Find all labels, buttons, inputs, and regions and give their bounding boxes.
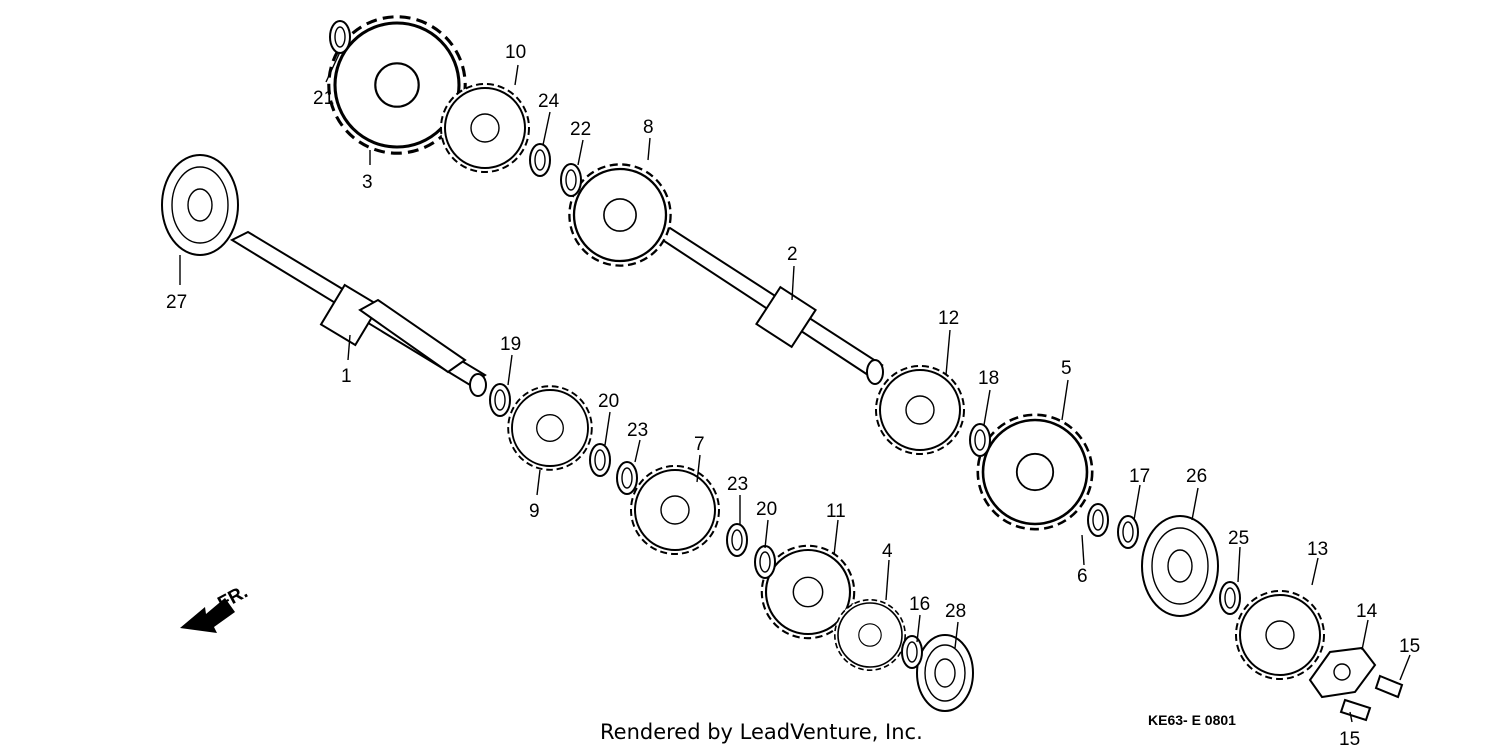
callout-3: 3: [362, 172, 373, 193]
bolt-15: [1339, 698, 1372, 722]
callout-12: 12: [938, 308, 959, 329]
callout-27: 27: [166, 292, 187, 313]
gear-5: [976, 413, 1094, 531]
callout-18: 18: [978, 368, 999, 389]
callout-20-upper: 20: [598, 391, 619, 412]
callout-24: 24: [538, 91, 560, 112]
callout-21: 21: [313, 88, 334, 109]
callout-9: 9: [529, 501, 540, 522]
callout-10: 10: [505, 42, 526, 63]
washer-18: [969, 423, 991, 457]
sprocket-13: [1235, 590, 1325, 680]
callout-26: 26: [1186, 466, 1207, 487]
callout-labels: 1 2 3 4 5 6 7 8 9 10 11 12 13 14 15 15 1…: [166, 42, 1420, 750]
callout-20-lower: 20: [756, 499, 777, 520]
clip-24: [529, 143, 551, 177]
callout-19: 19: [500, 334, 521, 355]
callout-8: 8: [643, 117, 654, 138]
gear-9: [507, 385, 593, 471]
callout-23-upper: 23: [627, 420, 648, 441]
collar-6: [1087, 503, 1109, 537]
gear-4: [833, 598, 907, 672]
callout-13: 13: [1307, 539, 1328, 560]
callout-28: 28: [945, 601, 966, 622]
counter-shaft: [652, 226, 884, 385]
front-direction-arrow-icon: [180, 598, 235, 633]
washer-20: [754, 545, 776, 579]
plate-14: [1308, 646, 1377, 699]
diagram-code: KE63- E 0801: [1148, 712, 1236, 728]
callout-25: 25: [1228, 528, 1249, 549]
gear-7: [630, 465, 720, 555]
callout-15-lower: 15: [1339, 729, 1360, 750]
gear-12: [875, 365, 965, 455]
callout-16: 16: [909, 594, 930, 615]
callout-6: 6: [1077, 566, 1088, 587]
callout-4: 4: [882, 541, 893, 562]
washer-16: [901, 635, 923, 669]
washer-17: [1117, 515, 1139, 549]
callout-23-lower: 23: [727, 474, 748, 495]
callout-7: 7: [694, 434, 705, 455]
footer-credit: Rendered by LeadVenture, Inc.: [600, 720, 923, 744]
washer-20: [589, 443, 611, 477]
gear-10: [440, 83, 530, 173]
bearing-26: [1141, 515, 1219, 617]
seal-25: [1219, 581, 1241, 615]
washer-21: [329, 20, 351, 54]
callout-14: 14: [1356, 601, 1378, 622]
main-shaft: [229, 230, 487, 397]
callout-1: 1: [341, 366, 352, 387]
callout-5: 5: [1061, 358, 1072, 379]
gear-8: [568, 163, 672, 267]
bearing-27: [161, 154, 239, 256]
washer-19: [489, 383, 511, 417]
clip-23: [616, 461, 638, 495]
leader-lines: [179, 51, 1411, 723]
callout-11: 11: [826, 501, 846, 522]
washer-22: [560, 163, 582, 197]
callout-22: 22: [570, 119, 591, 140]
callout-17: 17: [1129, 466, 1150, 487]
bearing-28: [916, 634, 974, 712]
callout-15-upper: 15: [1399, 636, 1420, 657]
clip-23: [726, 523, 748, 557]
bolt-15: [1374, 674, 1404, 699]
callout-2: 2: [787, 244, 798, 265]
